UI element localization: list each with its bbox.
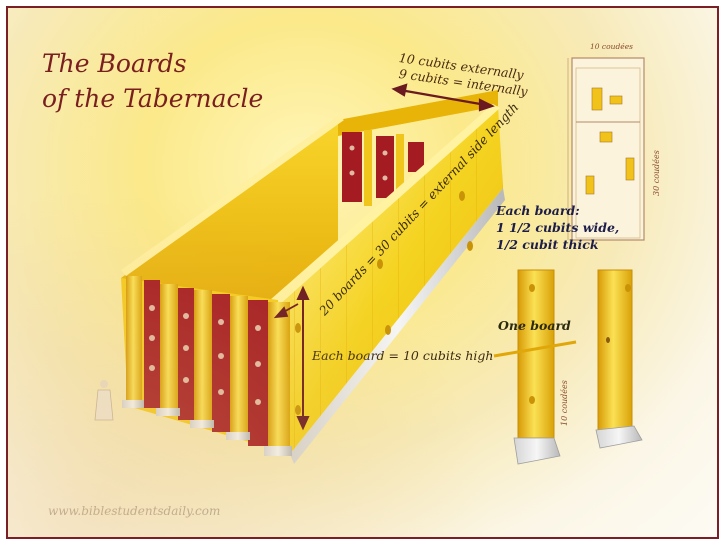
board-height-label: 10 coudées — [560, 380, 569, 426]
board-rings — [295, 191, 473, 415]
website-credit: www.biblestudentsdaily.com — [48, 504, 221, 518]
plan-length-label: 30 coudées — [652, 150, 661, 196]
veil-curtains — [342, 130, 424, 206]
height-label: Each board = 10 cubits high — [312, 348, 494, 363]
entrance-facade — [121, 145, 388, 456]
board-size-line-1: Each board: — [496, 203, 580, 218]
title-line-2: of the Tabernacle — [42, 84, 264, 113]
one-board-label: One board — [498, 318, 571, 333]
tabernacle-illustration — [94, 57, 645, 465]
floor-plan — [567, 57, 645, 241]
title-line-1: The Boards — [42, 49, 187, 78]
person-figure — [94, 380, 114, 421]
inner-wall — [121, 120, 338, 338]
diagram-frame: The Boards of the Tabernacle 10 cubits e… — [6, 6, 719, 539]
silver-sockets-side — [290, 188, 505, 464]
plan-width-label: 10 coudées — [590, 42, 634, 51]
board-size-line-3: 1/2 cubit thick — [496, 237, 599, 252]
diagram-title: The Boards of the Tabernacle — [42, 46, 263, 116]
single-board-front — [493, 269, 577, 465]
height-arrow — [296, 285, 310, 431]
board-size-caption: Each board: 1 1/2 cubits wide, 1/2 cubit… — [496, 202, 619, 253]
single-board-side — [595, 269, 643, 449]
back-wall-top — [338, 90, 498, 136]
width-arrow — [391, 83, 495, 112]
board-size-line-2: 1 1/2 cubits wide, — [496, 220, 620, 235]
